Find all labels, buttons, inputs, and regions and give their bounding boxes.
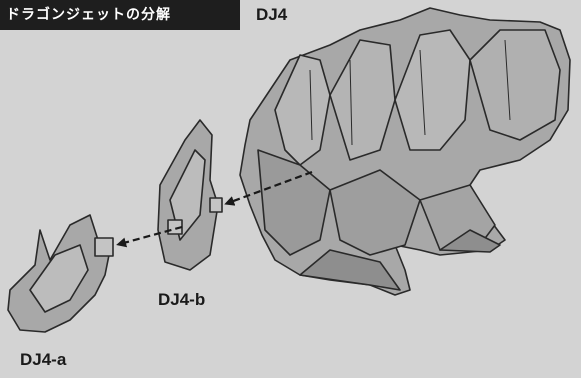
dj4-a-part (7, 214, 114, 333)
dj4-main-body (239, 7, 571, 296)
header-title: ドラゴンジェットの分解 (0, 0, 240, 30)
arrow-b-from-main (224, 170, 313, 206)
label-dj4: DJ4 (256, 5, 288, 24)
label-dj4-b: DJ4-b (158, 290, 206, 309)
label-dj4-a: DJ4-a (20, 350, 67, 369)
dj4-b-part (157, 119, 223, 271)
